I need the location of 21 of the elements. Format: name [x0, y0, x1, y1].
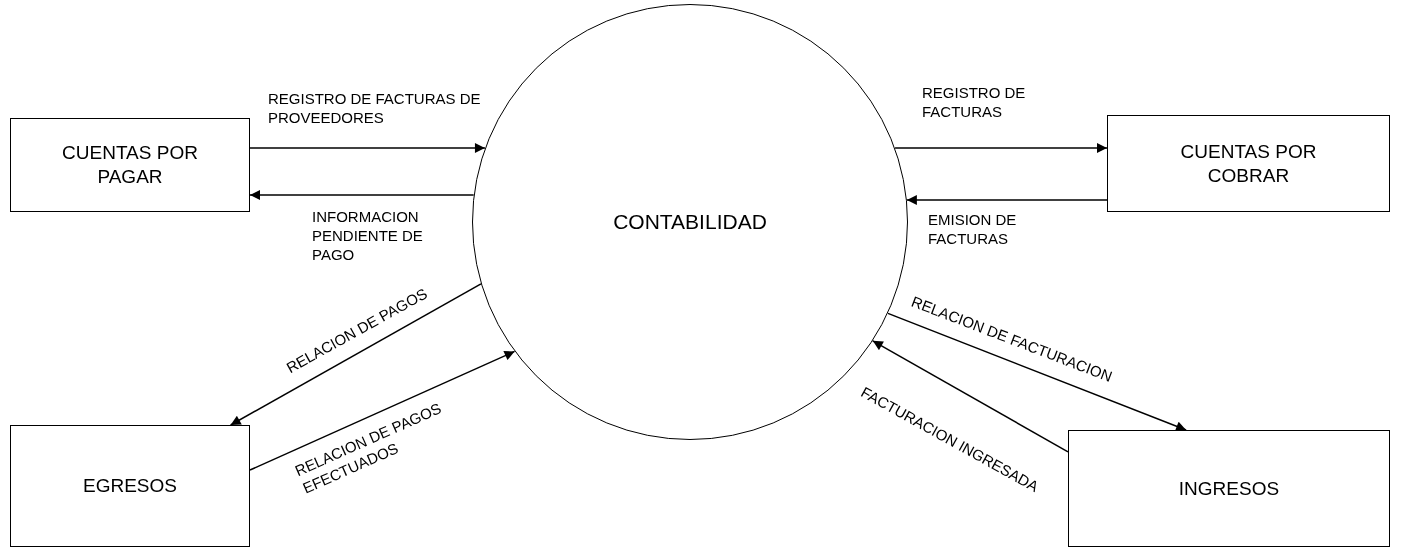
arrow: [906, 195, 1108, 205]
edge-label: REGISTRO DE FACTURAS: [922, 84, 1027, 122]
node-label: EGRESOS: [83, 474, 177, 498]
entity-box: [1068, 430, 1390, 547]
entity-box: [1107, 115, 1390, 212]
edge-label: EMISION DE FACTURAS: [928, 211, 1018, 249]
node-label: CUENTAS POR COBRAR: [1179, 139, 1318, 188]
edge-label: INFORMACION PENDIENTE DE PAGO: [312, 208, 424, 265]
arrow: [249, 350, 516, 471]
node-label: CONTABILIDAD: [613, 208, 767, 235]
arrow: [249, 190, 475, 200]
arrow: [887, 312, 1187, 431]
entity-box: [10, 118, 250, 212]
node-label: INGRESOS: [1178, 476, 1280, 501]
arrow: [894, 143, 1108, 153]
edge-label: REGISTRO DE FACTURAS DE PROVEEDORES: [268, 90, 482, 128]
arrow: [229, 283, 482, 426]
arrow: [249, 143, 486, 153]
arrow: [872, 340, 1069, 453]
node-label: CUENTAS POR PAGAR: [61, 141, 199, 189]
entity-box: [10, 425, 250, 547]
